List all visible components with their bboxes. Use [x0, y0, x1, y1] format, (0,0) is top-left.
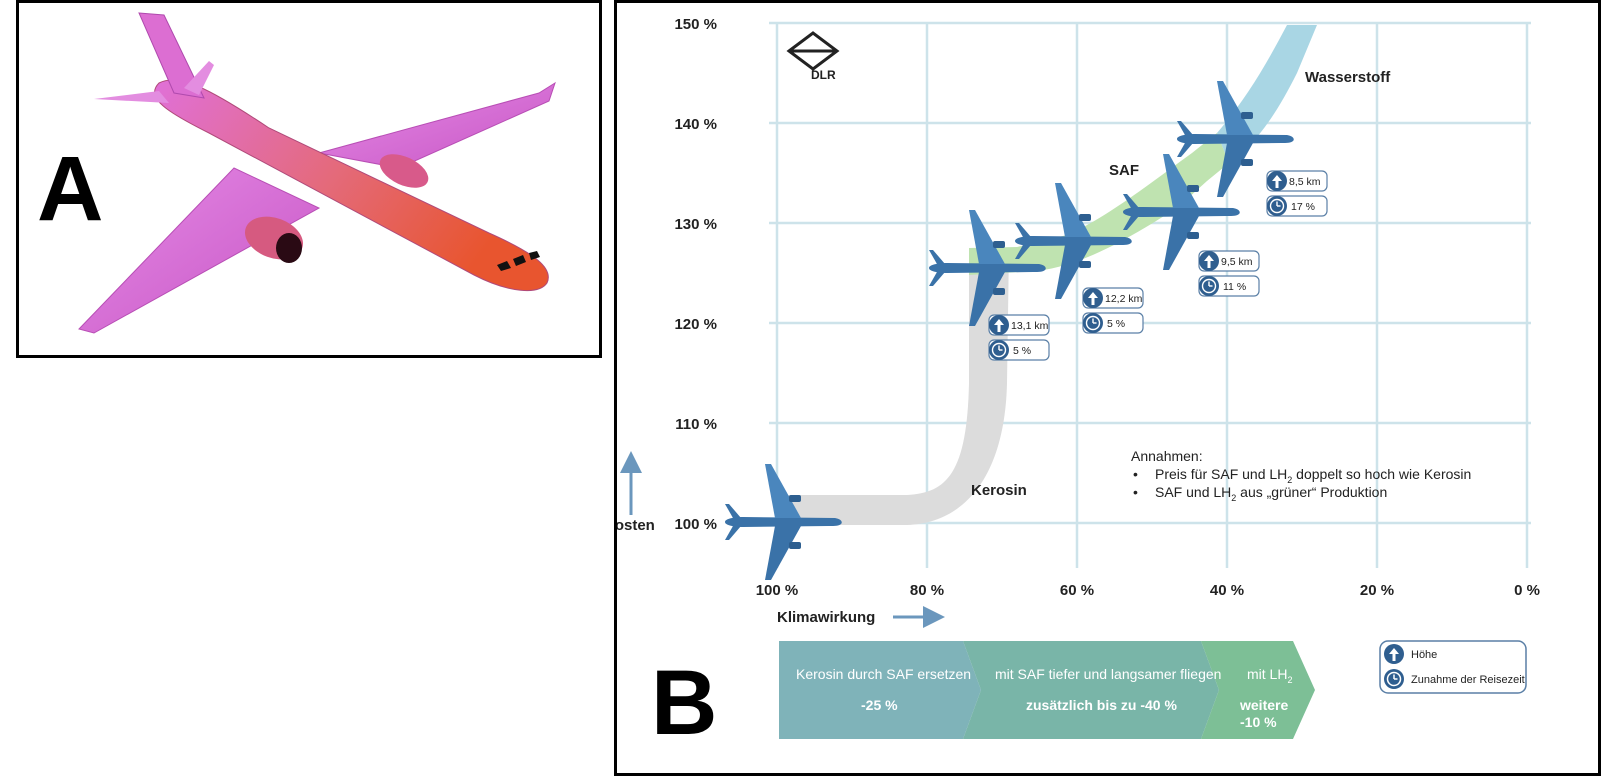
- y-axis-ticks: 100 % 110 % 120 % 130 % 140 % 150 %: [674, 16, 717, 533]
- altitude-arrow-1: [994, 319, 1004, 332]
- panel-a-label: A: [37, 138, 104, 240]
- altitude-arrow-3: [1204, 255, 1214, 268]
- step-2: [963, 641, 1219, 739]
- altitude-arrow-4: [1272, 175, 1282, 188]
- step-3-value-1: weitere: [1239, 697, 1288, 713]
- time-value-1: 5 %: [1013, 345, 1031, 357]
- y-axis-label: Kosten: [617, 517, 655, 534]
- clock-face-2: [1085, 315, 1101, 331]
- panel-b-label: B: [651, 652, 718, 754]
- assumption-1: Preis für SAF und LH2 doppelt so hoch wi…: [1155, 466, 1471, 485]
- legend-height-label: Höhe: [1411, 649, 1437, 661]
- chart-grid: [769, 21, 1531, 568]
- assumptions-box: Annahmen: • Preis für SAF und LH2 doppel…: [1131, 448, 1471, 503]
- x-tick-label-0: 100 %: [756, 582, 799, 599]
- badge-group-1: 13,1 km 5 %: [988, 314, 1050, 361]
- x-axis-label: Klimawirkung: [777, 609, 875, 626]
- x-axis-ticks: 100 % 80 % 60 % 40 % 20 % 0 %: [756, 582, 1540, 599]
- series-label-wasserstoff: Wasserstoff: [1305, 69, 1391, 86]
- time-value-4: 17 %: [1291, 201, 1315, 213]
- altitude-arrow-2: [1088, 292, 1098, 305]
- dlr-logo-text: DLR: [811, 68, 836, 82]
- step-1: [779, 641, 981, 739]
- x-tick-label-2: 60 %: [1060, 582, 1094, 599]
- chart-badges: 13,1 km 5 % 12,2 km 5 % 9,5 km 11 % 8,5 km 17 %: [988, 170, 1328, 361]
- assumption-2: SAF und LH2 aus „grüner“ Produktion: [1155, 484, 1387, 503]
- step-3-value-2: -10 %: [1240, 714, 1277, 730]
- panel-a: A: [16, 0, 602, 358]
- step-2-text: mit SAF tiefer und langsamer fliegen: [995, 666, 1221, 682]
- dlr-logo: DLR: [786, 31, 840, 82]
- badge-group-4: 8,5 km 17 %: [1266, 170, 1328, 217]
- legend-height-icon: [1384, 644, 1404, 664]
- x-axis-arrow: [893, 606, 945, 628]
- y-axis-arrow: [620, 451, 642, 515]
- x-tick-label-3: 40 %: [1210, 582, 1244, 599]
- step-2-value: zusätzlich bis zu -40 %: [1026, 697, 1177, 713]
- step-1-text: Kerosin durch SAF ersetzen: [796, 666, 971, 682]
- time-group-1: 5 %: [988, 339, 1050, 361]
- reduction-steps: Kerosin durch SAF ersetzen -25 % mit SAF…: [779, 641, 1315, 739]
- badge-group-2: 12,2 km 5 %: [1082, 287, 1144, 334]
- y-tick-label-4: 140 %: [674, 116, 717, 133]
- altitude-value-1: 13,1 km: [1011, 320, 1049, 332]
- legend-time-label: Zunahme der Reisezeit: [1411, 674, 1525, 686]
- airplane-illustration: [78, 12, 556, 334]
- time-group-2: 5 %: [1082, 312, 1144, 334]
- time-value-3: 11 %: [1223, 281, 1246, 293]
- chart-bands: [777, 25, 1317, 525]
- altitude-value-3: 9,5 km: [1221, 256, 1253, 268]
- svg-text:•: •: [1133, 466, 1138, 482]
- altitude-value-4: 8,5 km: [1289, 176, 1321, 188]
- y-tick-label-5: 150 %: [674, 16, 717, 33]
- legend-clock-icon: [1384, 669, 1404, 689]
- altitude-value-2: 12,2 km: [1105, 293, 1143, 305]
- series-label-kerosin: Kerosin: [971, 482, 1027, 499]
- y-tick-label-3: 130 %: [674, 216, 717, 233]
- panel-b: 100 % 110 % 120 % 130 % 140 % 150 % 100 % 80 %…: [604, 0, 1601, 776]
- x-tick-label-5: 0 %: [1514, 582, 1540, 599]
- step-3-text: mit LH2: [1247, 666, 1292, 685]
- cost-climate-chart: 100 % 110 % 120 % 130 % 140 % 150 % 100 % 80 %…: [604, 16, 1540, 739]
- step-3: [1201, 641, 1315, 739]
- clock-face-4: [1269, 198, 1285, 214]
- plane-icon-2: [1015, 183, 1132, 299]
- svg-text:•: •: [1133, 484, 1138, 500]
- legend: Höhe Zunahme der Reisezeit: [1379, 640, 1527, 694]
- clock-face-1: [991, 342, 1007, 358]
- y-tick-label-1: 110 %: [675, 416, 717, 433]
- x-tick-label-4: 20 %: [1360, 582, 1394, 599]
- time-value-2: 5 %: [1107, 318, 1125, 330]
- time-group-4: 17 %: [1266, 195, 1328, 217]
- y-tick-label-2: 120 %: [674, 316, 717, 333]
- badge-group-3: 9,5 km 11 %: [1198, 250, 1260, 297]
- assumptions-title: Annahmen:: [1131, 448, 1203, 464]
- x-tick-label-1: 80 %: [910, 582, 944, 599]
- step-1-value: -25 %: [861, 697, 898, 713]
- time-group-3: 11 %: [1198, 275, 1260, 297]
- clock-face-3: [1201, 278, 1217, 294]
- plane-icon-0: [725, 464, 842, 580]
- series-label-saf: SAF: [1109, 162, 1139, 179]
- y-tick-label-0: 100 %: [674, 516, 717, 533]
